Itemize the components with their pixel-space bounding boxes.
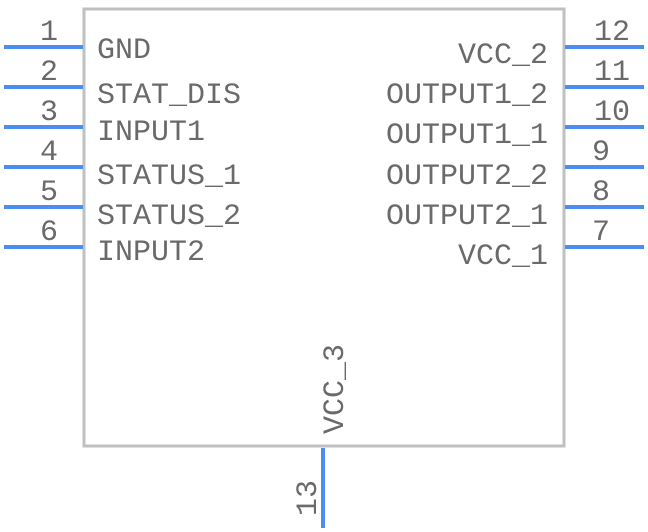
left-pin-2[interactable]: 2 STAT_DIS — [4, 56, 241, 113]
pin-number: 6 — [40, 216, 58, 250]
pin-name: VCC_1 — [458, 240, 548, 274]
pin-number: 13 — [292, 480, 326, 516]
right-pin-8[interactable]: 8 OUTPUT2_1 — [386, 176, 644, 234]
pin-number: 3 — [40, 96, 58, 130]
right-pin-11[interactable]: 11 OUTPUT1_2 — [386, 56, 644, 113]
pin-number: 5 — [40, 176, 58, 210]
pin-name: STATUS_1 — [97, 160, 241, 194]
pin-number: 1 — [40, 16, 58, 50]
left-pin-6[interactable]: 6 INPUT2 — [4, 216, 205, 270]
pin-name: VCC_3 — [319, 344, 353, 434]
pin-number: 12 — [594, 16, 630, 50]
component-body — [82, 7, 566, 448]
left-pin-3[interactable]: 3 INPUT1 — [4, 96, 205, 150]
pin-name: STATUS_2 — [97, 200, 241, 234]
pin-name: VCC_2 — [458, 39, 548, 73]
pin-number: 9 — [592, 136, 610, 170]
pin-name: OUTPUT1_2 — [386, 79, 548, 113]
right-pin-10[interactable]: 10 OUTPUT1_1 — [386, 96, 644, 153]
pin-number: 8 — [592, 176, 610, 210]
pin-number: 4 — [40, 136, 58, 170]
pin-name: STAT_DIS — [97, 79, 241, 113]
right-pin-7[interactable]: 7 VCC_1 — [458, 216, 644, 274]
pin-name: OUTPUT2_2 — [386, 160, 548, 194]
pin-number: 7 — [592, 216, 610, 250]
right-pin-12[interactable]: 12 VCC_2 — [458, 16, 644, 73]
pin-name: INPUT1 — [97, 116, 205, 150]
left-pin-4[interactable]: 4 STATUS_1 — [4, 136, 241, 194]
pin-name: INPUT2 — [97, 236, 205, 270]
pin-number: 2 — [40, 56, 58, 90]
left-pin-1[interactable]: 1 GND — [4, 16, 151, 68]
left-pin-5[interactable]: 5 STATUS_2 — [4, 176, 241, 234]
pin-number: 11 — [594, 56, 630, 90]
pin-name: OUTPUT1_1 — [386, 119, 548, 153]
bottom-pin-13[interactable]: 13 VCC_3 — [292, 344, 353, 528]
pin-number: 10 — [594, 96, 630, 130]
right-pin-9[interactable]: 9 OUTPUT2_2 — [386, 136, 644, 194]
pin-name: OUTPUT2_1 — [386, 200, 548, 234]
pin-name: GND — [97, 34, 151, 68]
